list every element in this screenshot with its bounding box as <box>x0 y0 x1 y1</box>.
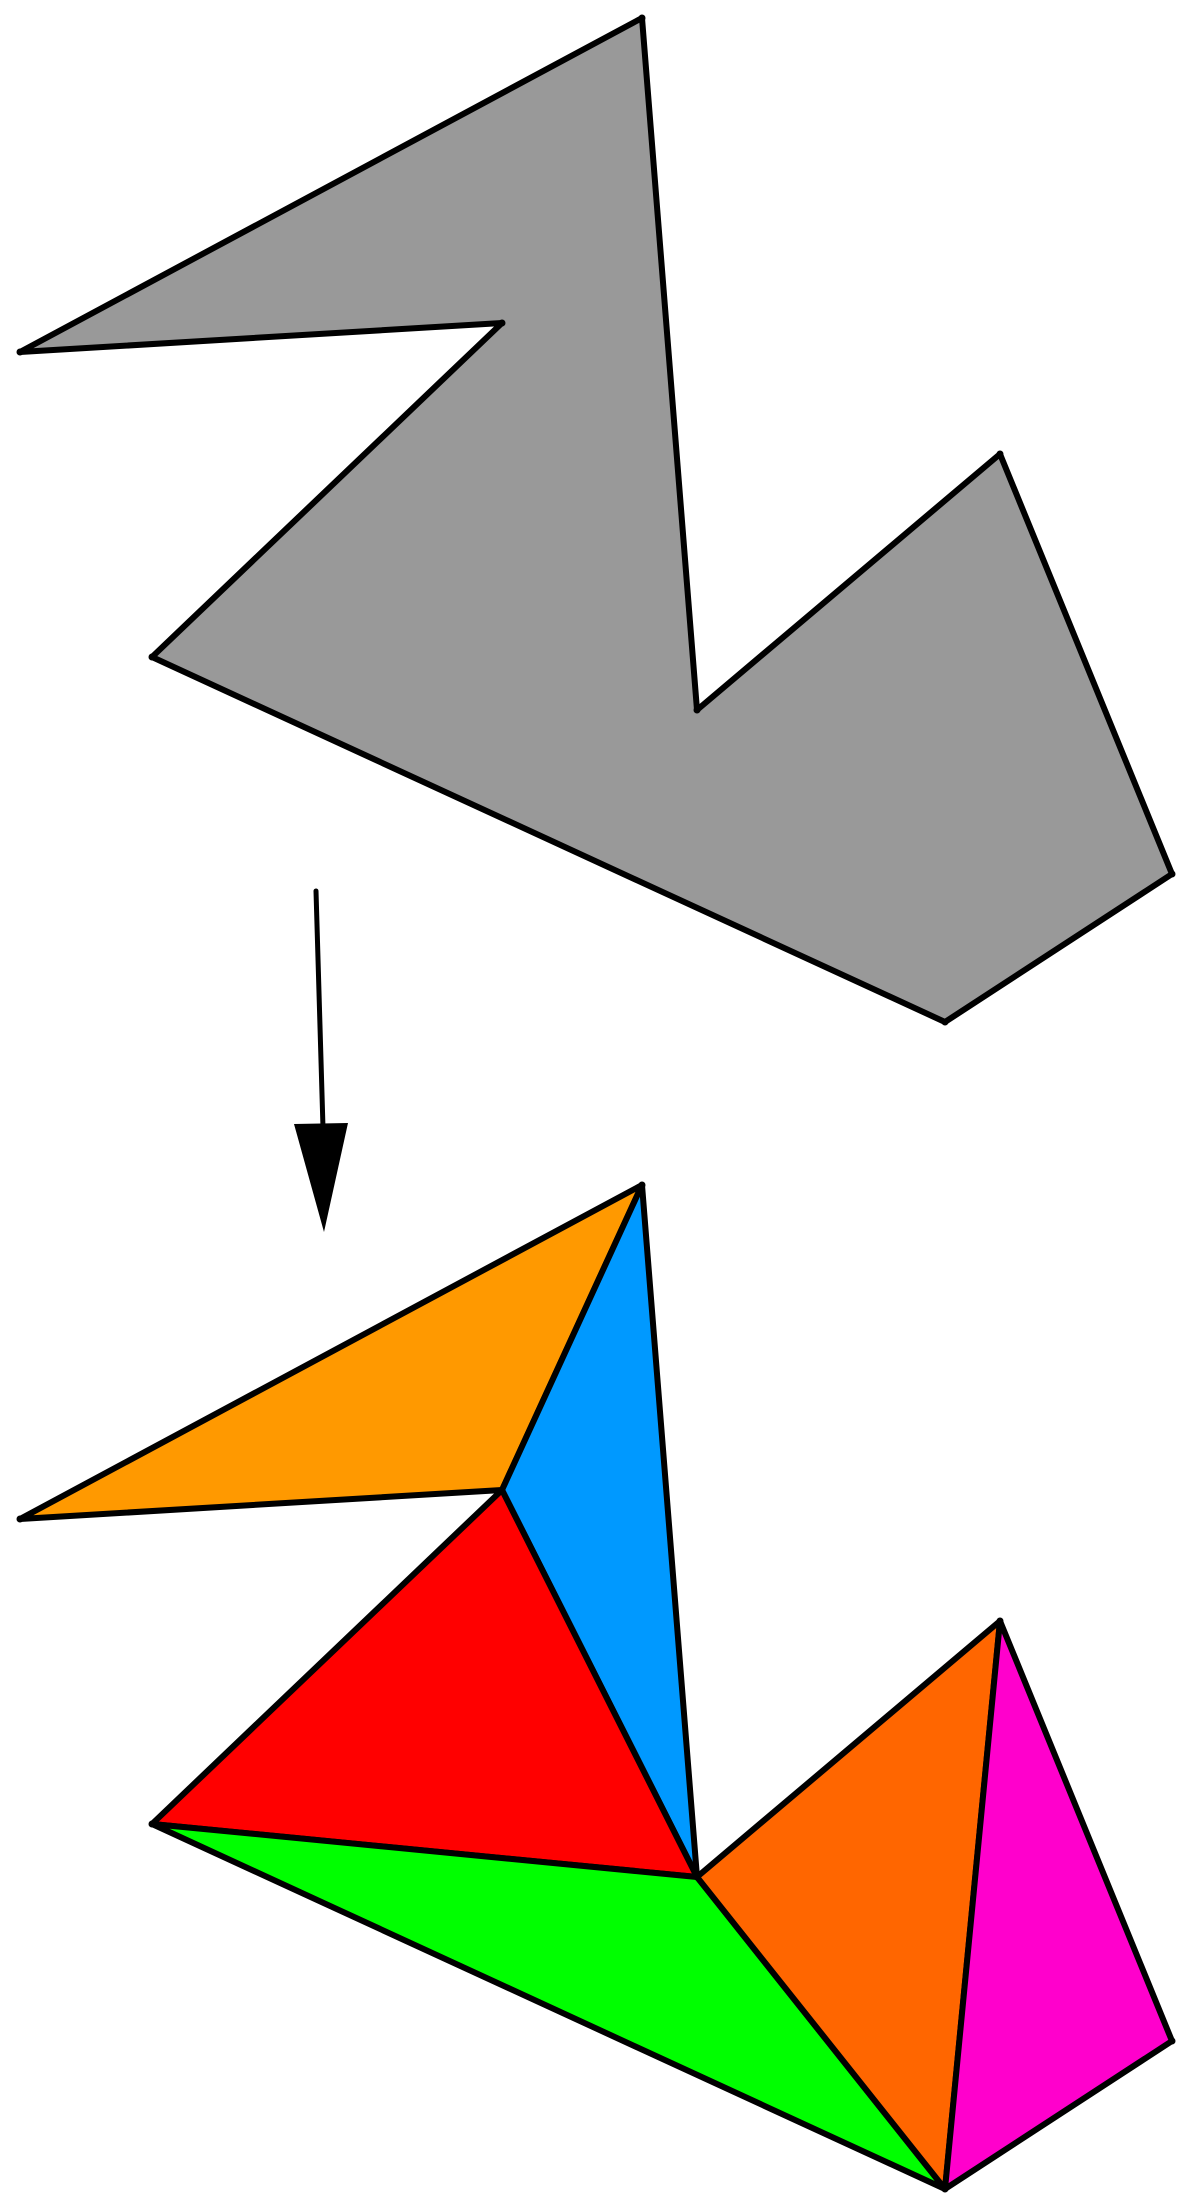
vertex-dot <box>148 1820 156 1828</box>
vertex-dot <box>16 348 24 356</box>
vertex-dot <box>941 1018 949 1026</box>
vertex-dot <box>693 706 701 714</box>
triangulated-polygon <box>17 1182 1175 2192</box>
original-polygon <box>17 15 1175 1025</box>
triangle-magenta <box>942 1618 1175 2192</box>
vertex-dot <box>996 1617 1004 1625</box>
original-polygon-vertices <box>16 14 1176 1026</box>
triangulated-polygon-vertices <box>16 1181 1176 2193</box>
vertex-dot <box>498 319 506 327</box>
vertex-dot <box>693 1873 701 1881</box>
vertex-dot <box>638 1181 646 1189</box>
vertex-dot <box>941 2185 949 2193</box>
vertex-dot <box>1168 2037 1176 2045</box>
vertex-dot <box>16 1515 24 1523</box>
vertex-dot <box>148 653 156 661</box>
vertex-dot <box>498 1486 506 1494</box>
down-arrow-icon <box>294 888 348 1232</box>
vertex-dot <box>996 450 1004 458</box>
vertex-dot <box>1168 870 1176 878</box>
vertex-dot <box>638 14 646 22</box>
